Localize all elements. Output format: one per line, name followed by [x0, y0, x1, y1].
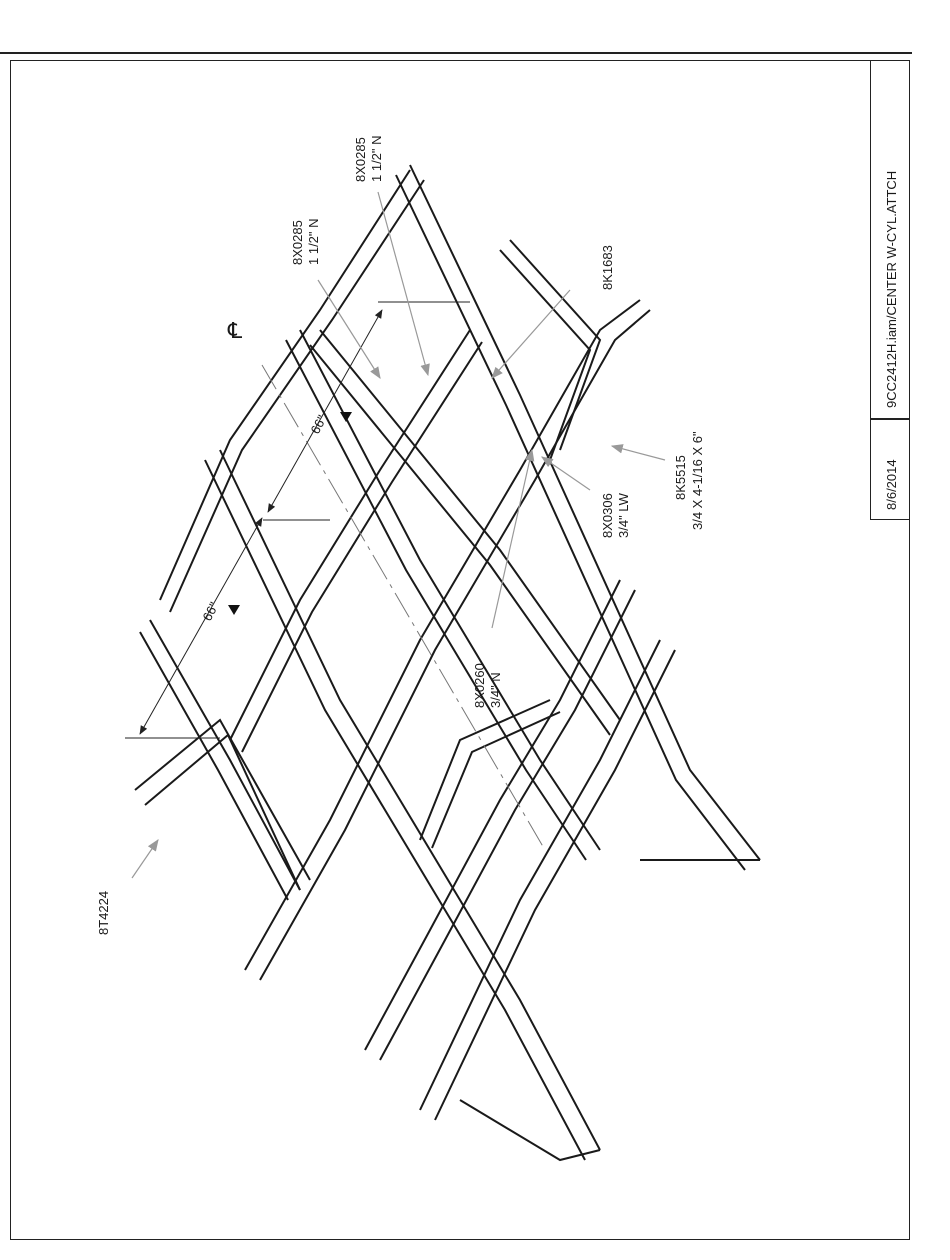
section-marker-upper [340, 412, 352, 422]
callout-8T4224-number: 8T4224 [96, 891, 111, 935]
centerline-symbol: ℄ [227, 318, 243, 343]
leader-lines [132, 192, 665, 878]
frame-rails [135, 165, 760, 1160]
dimension-upper [263, 302, 470, 520]
callout-8X0306-size: 3/4" LW [616, 492, 631, 538]
callout-8K5515-number: 8K5515 [673, 455, 688, 500]
callout-8K1683-number: 8K1683 [600, 245, 615, 290]
callout-8K5515-size: 3/4 X 4-1/16 X 6" [690, 431, 705, 530]
callout-8X0285-a-number: 8X0285 [290, 220, 305, 265]
dimension-lower [125, 518, 262, 738]
callout-8X0306-number: 8X0306 [600, 493, 615, 538]
dimension-lower-label: 66" [199, 599, 221, 623]
callout-8X0285-a-size: 1 1/2" N [306, 218, 321, 265]
centerline [262, 365, 545, 850]
callout-8X0285-b-size: 1 1/2" N [369, 135, 384, 182]
callout-8X0260-number: 8X0260 [472, 663, 487, 708]
callout-8X0285-b-number: 8X0285 [353, 137, 368, 182]
section-marker-lower [228, 605, 240, 615]
callout-8X0260-size: 3/4" N [488, 672, 503, 708]
